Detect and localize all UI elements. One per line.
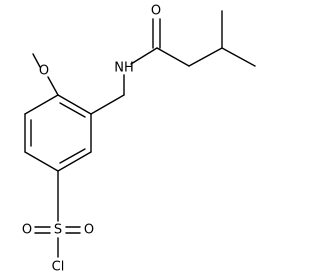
bond-ring-inner-c1-c2: [59, 102, 86, 118]
bond-methyl-methoxy-o: [32, 53, 41, 68]
bond-carbonyl-ch2: [156, 47, 190, 67]
atom-label-sulfur: S: [54, 223, 62, 238]
bond-ring-c3-c4: [57, 151, 92, 172]
bond-nh-carbonyl-c: [130, 47, 158, 65]
bond-ring-c4-c5: [24, 151, 59, 172]
bond-ring-c6-c1: [24, 94, 59, 115]
atom-label-sulfonyl-o-right: O: [84, 223, 94, 238]
atom-label-sulfonyl-o-left: O: [22, 223, 32, 238]
bond-ring-c1-c2: [57, 94, 92, 115]
chemical-structure-diagram: O NH O S O O Cl: [22, 4, 256, 275]
atom-label-carbonyl-o: O: [151, 4, 161, 19]
bond-ring-inner-c3-c4: [59, 148, 86, 164]
bond-ch-methyl-right: [221, 47, 256, 67]
bond-ring-ch2: [90, 94, 125, 115]
atom-label-chlorine: Cl: [52, 260, 65, 275]
bond-methoxy-o-ring: [47, 76, 59, 96]
bond-ch2-ch: [188, 47, 223, 67]
atom-label-methoxy-o: O: [39, 64, 49, 79]
atom-label-nh: NH: [114, 61, 134, 76]
